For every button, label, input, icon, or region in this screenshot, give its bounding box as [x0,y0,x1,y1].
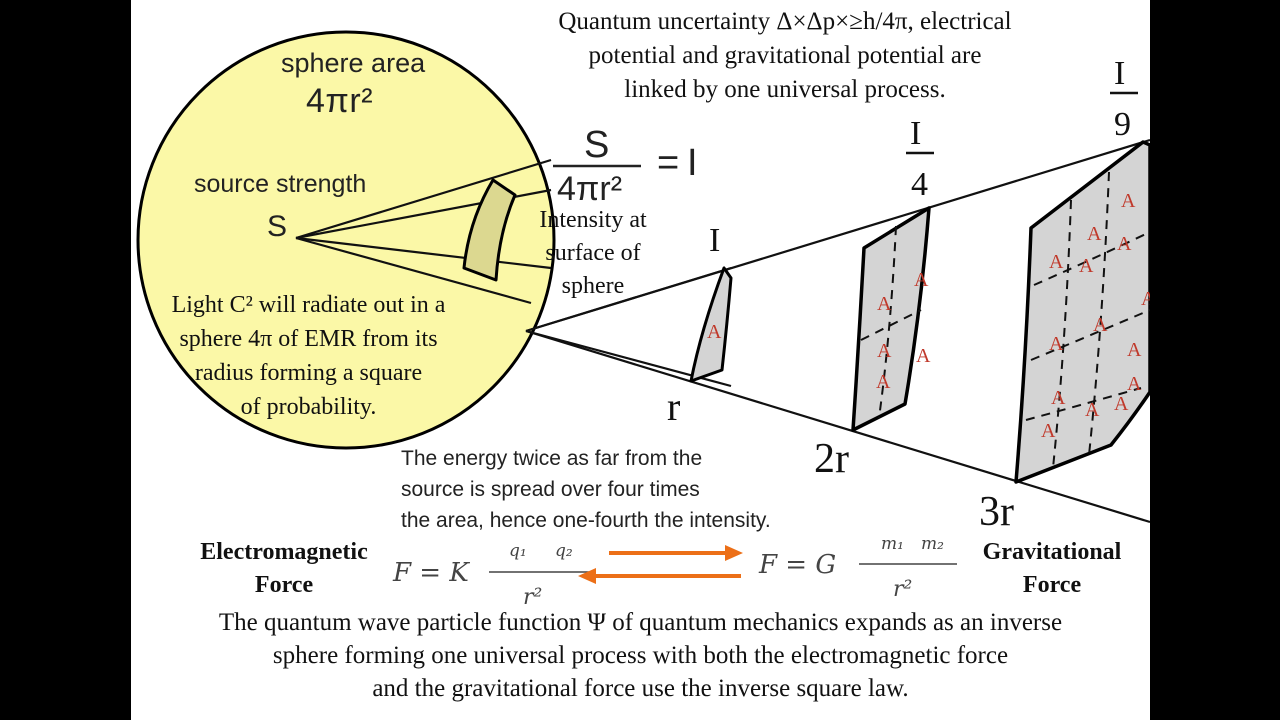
light-text-line: of probability. [240,394,377,420]
area-letter: A [1085,399,1100,421]
sphere-area-formula: 4πr² [306,82,373,120]
area-letter: A [876,371,891,393]
area-letters: A A A A A A A A A A A A A A A A A A A A [707,190,1150,442]
area-letter: A [1127,339,1142,361]
distance-r: r [667,384,680,429]
gravitational-force-label: Gravitational Force [963,536,1141,602]
grav-label-line: Gravitational [982,539,1122,565]
sphere-circle [136,30,556,450]
energy-spread-text: The energy twice as far from the source … [401,443,771,536]
grav-label-line: Force [1022,572,1082,598]
light-text-line: radius forming a square [194,360,423,386]
intensity-label-line: sphere [561,273,625,299]
energy-text-line: the area, hence one-fourth the intensity… [401,509,771,532]
area-letter: A [1093,314,1108,336]
light-text-line: sphere 4π of EMR from its [179,326,438,352]
source-rays [295,158,552,305]
em-label-line: Force [254,572,314,598]
intensity-2r-den: 4 [911,166,928,203]
area-letter: A [1079,255,1094,277]
area-letter: A [1049,251,1064,273]
area-letter: A [1127,373,1142,395]
newton-den: r² [893,577,912,602]
top-caption-line: potential and gravitational potential ar… [588,42,982,69]
light-radiation-text: Light C² will radiate out in a sphere 4π… [136,288,481,424]
area-letter: A [1141,288,1150,310]
energy-text-line: The energy twice as far from the [401,447,703,470]
sphere-area-label: sphere area [281,48,426,78]
sphere-patch [462,178,517,282]
em-label-line: Electromagnetic [200,539,368,565]
coulomb-law: F = K q₁ q₂ r² [392,541,591,610]
coulomb-num-b: q₂ [555,541,573,561]
area-letter: A [707,321,722,343]
newton-lhs: F = G [758,550,836,580]
equivalence-arrows [578,545,743,584]
area-letter: A [1117,233,1132,255]
inverse-square-diagram: A A A A A A A A A A A A A A A A A A A A … [136,30,1150,610]
area-letter: A [1051,387,1066,409]
area-letter: A [877,293,892,315]
area-letter: A [877,340,892,362]
arrow-left-head [578,568,596,584]
formula-denominator: 4πr² [557,170,622,208]
intensity-3r-den: 9 [1114,106,1131,143]
distance-3r: 3r [979,489,1014,535]
coulomb-den: r² [523,585,542,610]
intensity-r: I [709,222,720,259]
bottom-caption-line: The quantum wave particle function Ψ of … [218,609,1063,636]
top-caption: Quantum uncertainty Δ×Δp×≥h/4π, electric… [505,5,1065,107]
bottom-caption: The quantum wave particle function Ψ of … [131,606,1150,705]
area-letter: A [916,345,931,367]
intensity-label-line: Intensity at [539,207,647,233]
formula-numerator: S [584,124,609,166]
top-caption-line: Quantum uncertainty Δ×Δp×≥h/4π, electric… [558,8,1012,35]
coulomb-lhs: F = K [392,558,470,588]
newton-law: F = G m₁ m₂ r² [758,534,957,602]
patch-r [689,266,733,383]
area-letter: A [1041,420,1056,442]
source-strength-label: source strength [194,170,366,198]
intensity-label-line: surface of [545,240,641,266]
patch-2r [851,206,931,432]
arrow-right-head [725,545,743,561]
patch-3r [1014,140,1150,484]
intensity-3r-num: I [1114,55,1125,92]
intensity-2r-num: I [910,115,921,152]
intensity-label: Intensity at surface of sphere [523,204,663,303]
area-letter: A [1114,393,1129,415]
energy-text-line: source is spread over four times [401,478,700,501]
light-text-line: Light C² will radiate out in a [171,292,446,318]
source-symbol: S [267,210,287,243]
area-letter: A [1121,190,1136,212]
area-letter: A [1087,223,1102,245]
distance-2r: 2r [814,436,849,482]
bottom-caption-line: sphere forming one universal process wit… [272,642,1009,669]
bottom-caption-line: and the gravitational force use the inve… [372,675,909,702]
distance-labels: r 2r 3r [667,384,1014,535]
newton-num-b: m₂ [921,534,944,554]
electromagnetic-force-label: Electromagnetic Force [179,536,389,602]
intensity-values: I I 4 I 9 [709,55,1138,259]
area-letter: A [914,269,929,291]
sphere-labels: sphere area 4πr² source strength S [194,48,426,243]
slide: A A A A A A A A A A A A A A A A A A A A … [131,0,1150,720]
intensity-formula: S 4πr² = I [553,124,698,208]
formula-equals: = [657,142,679,184]
newton-num-a: m₁ [881,534,904,554]
area-letter: A [1049,333,1064,355]
coulomb-num-a: q₁ [509,541,527,561]
top-caption-line: linked by one universal process. [624,76,946,103]
formula-result: I [687,142,698,184]
